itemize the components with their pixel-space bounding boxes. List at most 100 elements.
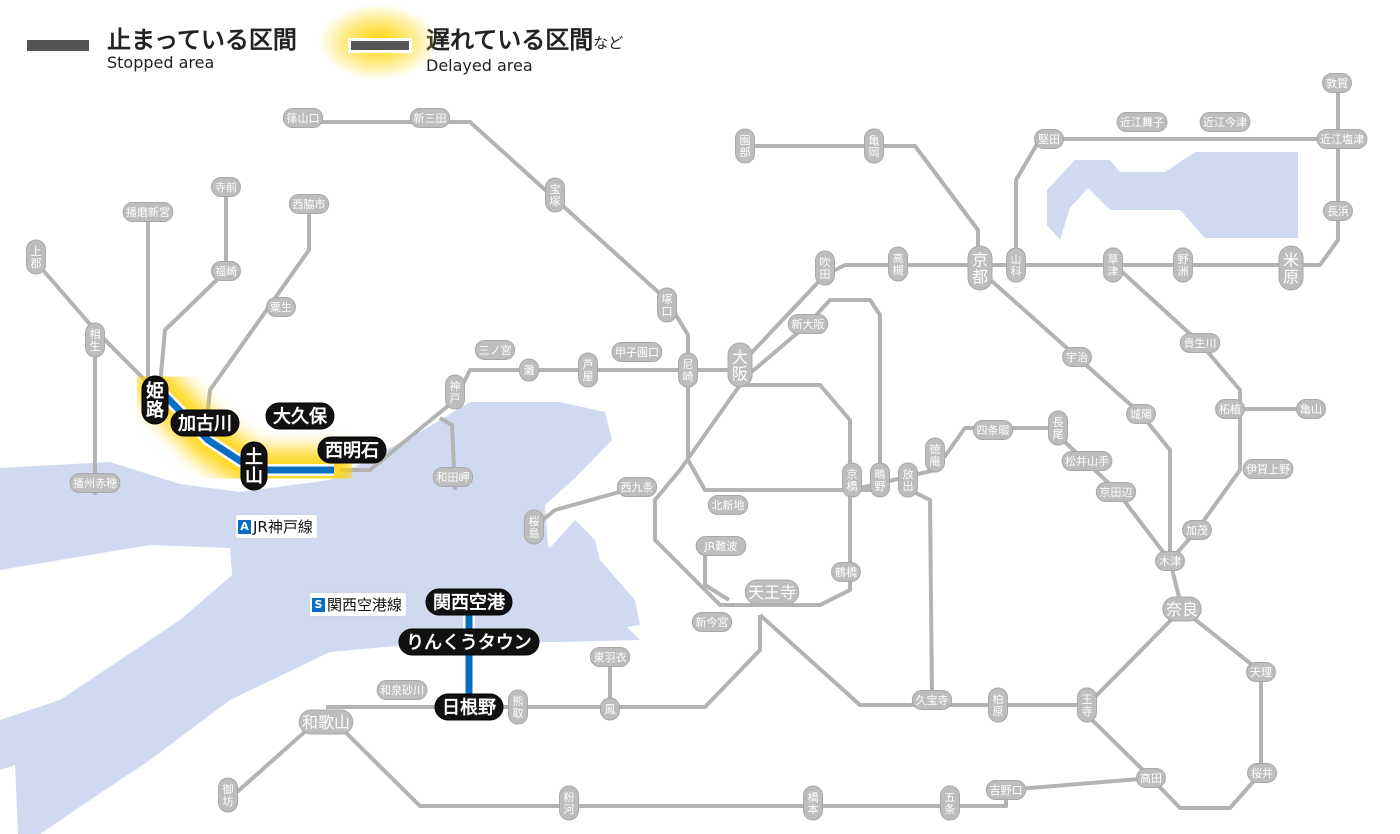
station[interactable]: 新今宮: [691, 612, 733, 632]
station-pill: [691, 612, 733, 632]
affected-station[interactable]: りんくうタウン: [398, 628, 540, 656]
line-label-kansai-airport[interactable]: S 関西空港線: [310, 593, 407, 616]
station[interactable]: 天理: [1246, 662, 1276, 682]
station[interactable]: 高槻: [888, 246, 908, 282]
station[interactable]: 山科: [1006, 247, 1026, 283]
station[interactable]: 木津: [1155, 551, 1185, 571]
station[interactable]: 四条畷: [972, 420, 1014, 440]
station[interactable]: 徳庵: [925, 437, 945, 473]
station-pill: [988, 687, 1008, 723]
station[interactable]: 東羽衣: [589, 647, 631, 667]
station[interactable]: 鶴橋: [831, 562, 861, 582]
station[interactable]: 近江今津: [1199, 112, 1251, 132]
station[interactable]: 西九条: [616, 477, 658, 497]
station[interactable]: 吹田: [815, 250, 835, 286]
station[interactable]: 堅田: [1034, 129, 1064, 149]
affected-station[interactable]: 関西空港: [425, 588, 513, 616]
station[interactable]: 長浜: [1323, 201, 1353, 221]
station[interactable]: 京田辺: [1095, 482, 1137, 502]
station[interactable]: 和泉砂川: [376, 680, 428, 700]
station[interactable]: 京橋: [842, 462, 862, 498]
station[interactable]: 粉河: [559, 785, 579, 821]
station[interactable]: 粟生: [266, 297, 296, 317]
station[interactable]: 橋本: [803, 785, 823, 821]
station[interactable]: 柏原: [988, 687, 1008, 723]
station[interactable]: 京都: [967, 245, 993, 291]
station-name: 山科: [1011, 253, 1022, 278]
station-pill: [1296, 399, 1326, 419]
station-name: 神戸: [450, 379, 461, 405]
station[interactable]: 奈良: [1162, 596, 1202, 622]
station[interactable]: 和歌山: [298, 709, 354, 735]
station[interactable]: 芦屋: [578, 352, 598, 388]
affected-station[interactable]: 日根野: [434, 693, 504, 721]
station[interactable]: 宇治: [1062, 347, 1092, 367]
station[interactable]: 福崎: [211, 261, 241, 281]
station[interactable]: 甲子園口: [611, 342, 663, 362]
station[interactable]: 桜井: [1247, 763, 1277, 783]
station[interactable]: 神戸: [445, 374, 465, 410]
station[interactable]: 北新地: [707, 495, 749, 515]
station[interactable]: 久宝寺: [911, 690, 953, 710]
station[interactable]: 新大阪: [787, 314, 829, 334]
affected-station[interactable]: 姫路: [141, 375, 169, 425]
station[interactable]: 播磨新宮: [122, 202, 174, 222]
station[interactable]: 伊賀上野: [1242, 459, 1294, 479]
station[interactable]: 上郡: [26, 239, 46, 275]
station-name: 城陽: [1130, 408, 1152, 421]
station[interactable]: 尼崎: [678, 352, 698, 388]
station[interactable]: 野洲: [1173, 247, 1193, 283]
station[interactable]: JR難波: [695, 536, 747, 556]
station[interactable]: 放出: [898, 462, 918, 498]
affected-station[interactable]: 土山: [240, 441, 268, 491]
station-pill: [434, 693, 504, 721]
station-pill: [1136, 768, 1166, 788]
station[interactable]: 五条: [940, 785, 960, 821]
station[interactable]: 草津: [1103, 247, 1123, 283]
affected-station[interactable]: 加古川: [170, 409, 240, 437]
station[interactable]: 亀山: [1296, 399, 1326, 419]
station[interactable]: 城陽: [1126, 404, 1156, 424]
station[interactable]: 柘植: [1215, 399, 1245, 419]
station[interactable]: 桜島: [524, 509, 544, 545]
station[interactable]: 敦賀: [1322, 73, 1352, 93]
affected-station[interactable]: 西明石: [317, 436, 387, 464]
station[interactable]: 和田岬: [432, 467, 474, 487]
station[interactable]: 亀岡: [864, 128, 884, 164]
line-label-jr-kobe[interactable]: A JR神戸線: [236, 515, 317, 538]
station[interactable]: 寺前: [211, 177, 241, 197]
station[interactable]: 近江舞子: [1116, 112, 1168, 132]
station-name: 京田辺: [1100, 485, 1133, 499]
station[interactable]: 塚口: [657, 287, 677, 323]
station[interactable]: 王寺: [1077, 687, 1097, 723]
station-pill: [727, 342, 753, 388]
station[interactable]: 加茂: [1182, 520, 1212, 540]
station[interactable]: 長尾: [1048, 410, 1068, 446]
affected-station[interactable]: 大久保: [265, 402, 335, 430]
station[interactable]: 高田: [1136, 768, 1166, 788]
station[interactable]: 西脇市: [288, 194, 330, 214]
station[interactable]: 相生: [85, 322, 105, 358]
station[interactable]: 灘: [519, 358, 539, 382]
station[interactable]: 宝塚: [545, 177, 565, 213]
station[interactable]: 新三田: [409, 108, 451, 128]
station[interactable]: 天王寺: [744, 579, 800, 605]
station[interactable]: 三ノ宮: [474, 340, 516, 360]
station[interactable]: 大阪: [727, 342, 753, 388]
station[interactable]: 米原: [1278, 245, 1304, 291]
station[interactable]: 貴生川: [1179, 333, 1221, 353]
station-pill: [1103, 247, 1123, 283]
station-pill: [1173, 247, 1193, 283]
station[interactable]: 熊取: [508, 689, 528, 725]
station[interactable]: 園部: [735, 128, 755, 164]
station[interactable]: 播州赤穂: [69, 473, 121, 493]
station[interactable]: 鳳: [600, 697, 620, 721]
station[interactable]: 近江塩津: [1316, 129, 1368, 149]
station[interactable]: 御坊: [218, 777, 238, 813]
station[interactable]: 鴫野: [870, 462, 890, 498]
station[interactable]: 篠山口: [282, 108, 324, 128]
station[interactable]: 吉野口: [985, 780, 1027, 800]
station-pill: [611, 342, 663, 362]
station[interactable]: 松井山手: [1061, 451, 1113, 471]
rail-line: [324, 711, 1152, 808]
